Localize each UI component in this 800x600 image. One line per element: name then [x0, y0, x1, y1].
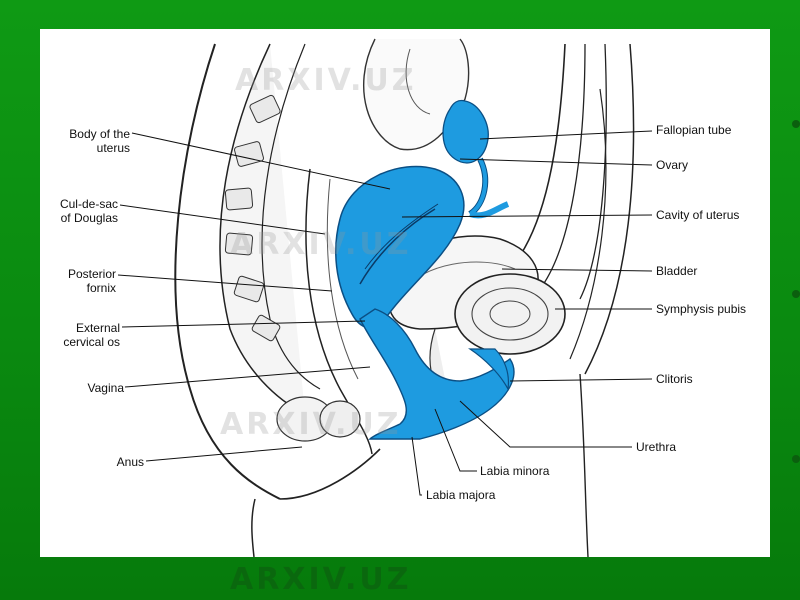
label-vagina: Vagina: [87, 381, 124, 395]
slide-bullet-dot: [792, 120, 800, 128]
anatomy-diagram: ARXIV.UZ ARXIV.UZ ARXIV.UZ Body of the u…: [40, 29, 770, 557]
slide-bullet-dot: [792, 290, 800, 298]
watermark-text: ARXIV.UZ: [230, 227, 412, 262]
slide-bullet-dot: [792, 455, 800, 463]
label-fallopian-tube: Fallopian tube: [656, 123, 732, 137]
watermark-text: ARXIV.UZ: [220, 407, 402, 442]
label-body-of-uterus: Body of the uterus: [69, 127, 130, 155]
label-cul-de-sac: Cul-de-sac of Douglas: [59, 197, 118, 225]
label-external-os: External cervical os: [63, 321, 120, 349]
label-symphysis-pubis: Symphysis pubis: [656, 302, 747, 316]
label-anus: Anus: [116, 455, 144, 469]
label-ovary: Ovary: [656, 158, 689, 172]
watermark-text: ARXIV.UZ: [230, 562, 412, 597]
label-bladder: Bladder: [656, 264, 698, 278]
label-clitoris: Clitoris: [656, 372, 693, 386]
label-labia-majora: Labia majora: [426, 488, 496, 502]
label-urethra: Urethra: [636, 440, 677, 454]
label-posterior-fornix: Posterior fornix: [67, 267, 116, 295]
label-labia-minora: Labia minora: [480, 464, 550, 478]
anatomy-illustration: [117, 38, 653, 557]
label-cavity-of-uterus: Cavity of uterus: [656, 208, 740, 222]
watermark-text: ARXIV.UZ: [235, 63, 417, 98]
